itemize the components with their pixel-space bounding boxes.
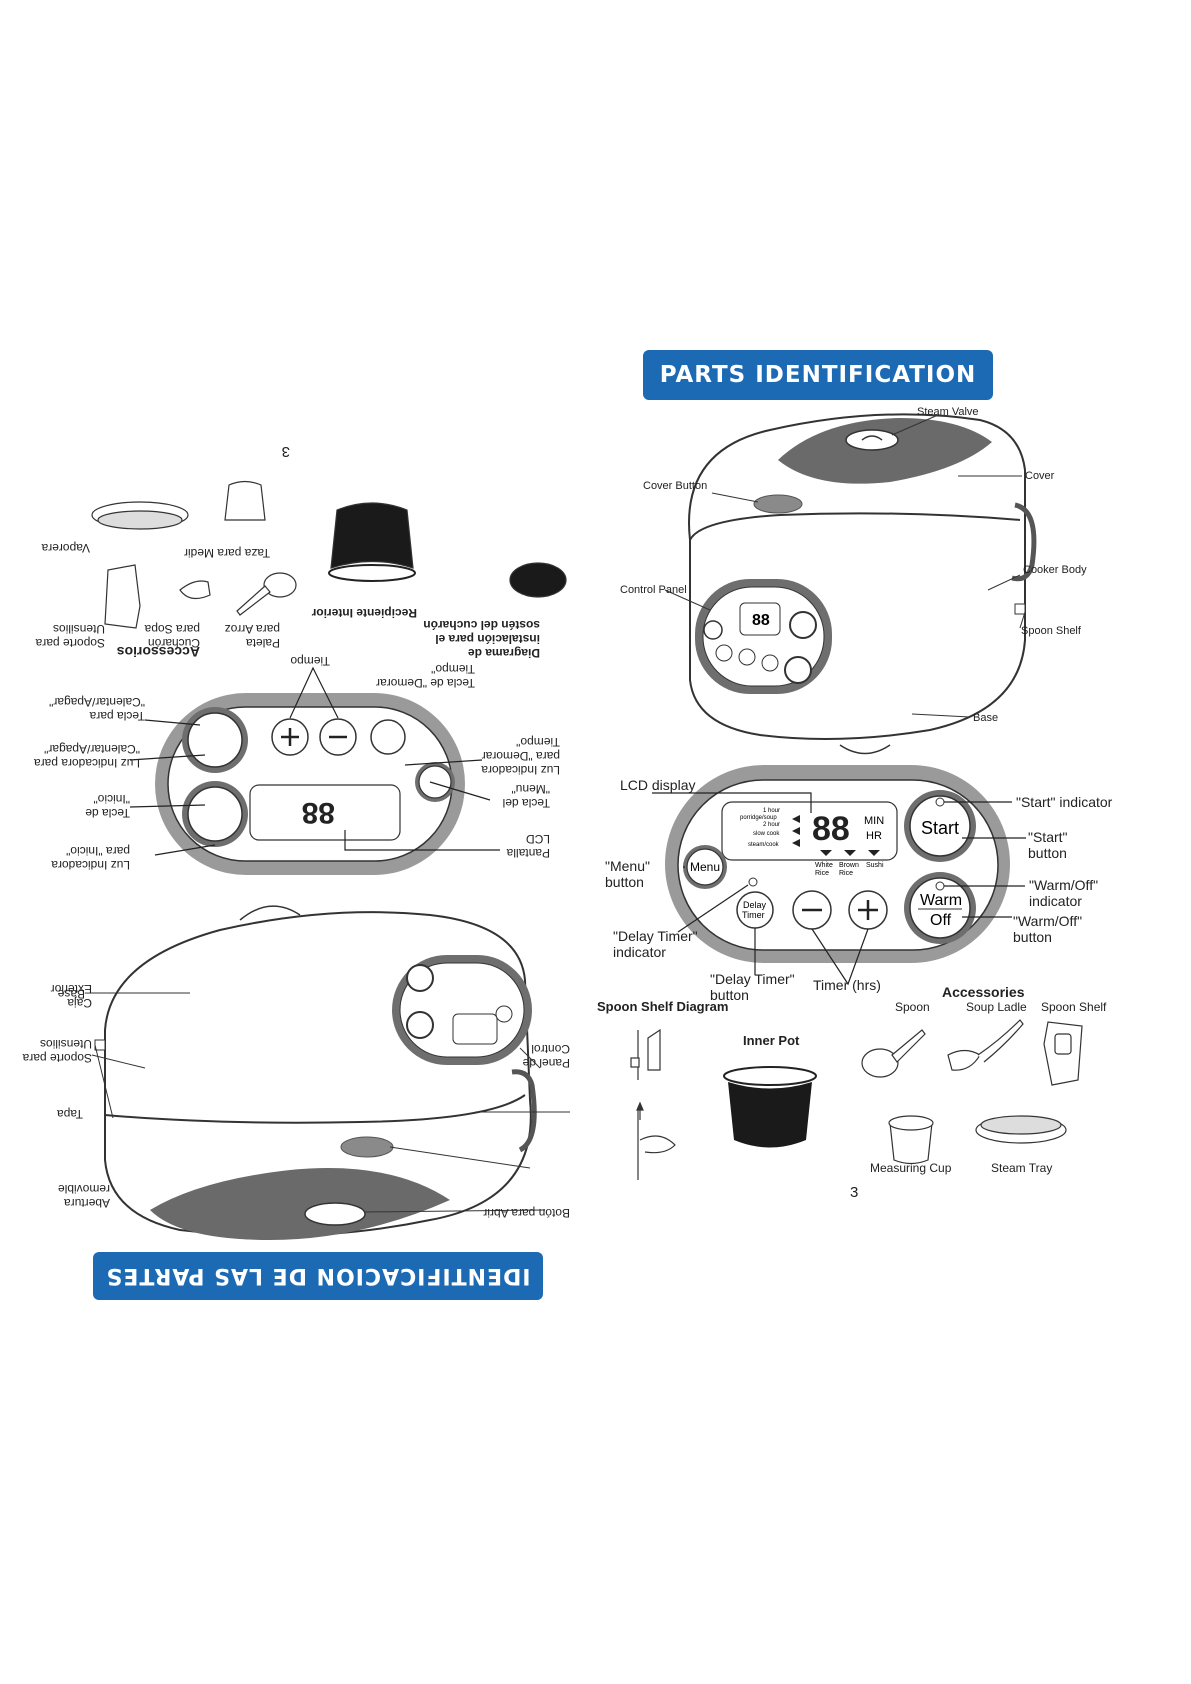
svg-text:steam/cook: steam/cook bbox=[748, 842, 780, 848]
right-illustrations: 88 88 MIN HR bbox=[630, 413, 1083, 1180]
diagrama-title: Diagrama de instalación para el sostén d… bbox=[423, 618, 540, 660]
spoon-shelf-diagram-drawing bbox=[630, 1028, 676, 1180]
svg-text:Timer: Timer bbox=[742, 910, 765, 920]
label-vaporera: Vaporera bbox=[41, 541, 90, 555]
label-luz-demorar: Luz Indicadora para "Demorar Tiempo" bbox=[481, 735, 560, 777]
label-tecla-menu: Tecla del "Menu" bbox=[502, 782, 550, 810]
svg-text:MIN: MIN bbox=[864, 815, 884, 827]
label-boton-abrir: Botón para Abrir bbox=[483, 1206, 570, 1220]
accessory-drawings-es bbox=[91, 480, 567, 629]
label-start-button: "Start" button bbox=[1028, 829, 1068, 861]
label-tecla-calentar: Tecla para "Calentar/Apagar" bbox=[49, 695, 145, 723]
svg-text:1 hour: 1 hour bbox=[763, 808, 780, 814]
svg-text:Brown: Brown bbox=[839, 862, 859, 869]
rice-cooker-illustration: 88 bbox=[688, 413, 1037, 755]
label-tecla-inicio: Tecla de "Inicio" bbox=[85, 792, 130, 820]
label-control-panel: Control Panel bbox=[620, 584, 687, 596]
cooker-leader-lines-es bbox=[90, 992, 570, 1213]
label-start-indicator: "Start" indicator bbox=[1016, 794, 1113, 810]
label-base: Base bbox=[973, 712, 999, 724]
label-tecla-demorar: Tecla de "Demorar Tiempo" bbox=[376, 662, 475, 690]
recipiente-title: Recipiente Interior bbox=[311, 606, 417, 620]
control-panel-detail-es: 88 bbox=[155, 693, 465, 875]
label-luz-inicio: Luz Indicadora para "Inicio" bbox=[51, 844, 130, 872]
svg-text:88: 88 bbox=[752, 612, 770, 629]
label-lcd-display: LCD display bbox=[620, 777, 696, 793]
svg-text:2 hour: 2 hour bbox=[763, 822, 780, 828]
label-base-es: Base bbox=[57, 987, 85, 1001]
parts-identification-banner: PARTS IDENTIFICATION bbox=[643, 350, 993, 400]
label-soup-ladle: Soup Ladle bbox=[966, 1000, 1027, 1014]
page-number-right: 3 bbox=[850, 1184, 859, 1201]
svg-text:slow cook: slow cook bbox=[753, 831, 780, 837]
svg-text:Off: Off bbox=[930, 912, 952, 929]
svg-text:porridge/soup: porridge/soup bbox=[740, 815, 777, 821]
label-spoon-shelf: Spoon Shelf bbox=[1021, 625, 1081, 637]
label-tapa: Tapa bbox=[56, 1107, 83, 1121]
accessory-drawings bbox=[861, 1019, 1083, 1165]
label-delay-indicator: "Delay Timer" indicator bbox=[613, 928, 698, 960]
label-warm-indicator: "Warm/Off" indicator bbox=[1029, 877, 1099, 909]
label-cover-button: Cover Button bbox=[643, 480, 708, 492]
svg-text:Rice: Rice bbox=[815, 870, 829, 877]
label-luz-calentar: Luz Indicadora para "Calentar/Apagar" bbox=[33, 742, 140, 770]
left-illustrations: 88 bbox=[90, 480, 570, 1240]
svg-text:Menu: Menu bbox=[690, 860, 720, 874]
label-timer-hrs: Timer (hrs) bbox=[813, 977, 881, 993]
svg-text:Delay: Delay bbox=[743, 900, 767, 910]
label-warm-button: "Warm/Off" button bbox=[1013, 913, 1083, 945]
svg-text:88: 88 bbox=[812, 810, 850, 848]
svg-text:Rice: Rice bbox=[839, 870, 853, 877]
page-number-left: 3 bbox=[281, 443, 290, 460]
label-steam-valve: Steam Valve bbox=[917, 406, 979, 418]
inner-pot-title: Inner Pot bbox=[743, 1033, 800, 1048]
label-tiempo: Tiempo bbox=[290, 654, 330, 668]
label-pantalla: Pantalla LCD bbox=[506, 832, 550, 860]
svg-text:Warm: Warm bbox=[920, 892, 962, 909]
label-menu-button: "Menu" button bbox=[605, 858, 650, 890]
svg-text:White: White bbox=[815, 862, 833, 869]
label-spoon: Spoon bbox=[895, 1000, 930, 1014]
label-cover: Cover bbox=[1025, 470, 1055, 482]
label-cucharon: Cucharón para Sopa bbox=[144, 622, 200, 650]
panel-leader-lines bbox=[652, 792, 1026, 986]
label-abertura: Abertura removible bbox=[57, 1182, 110, 1210]
svg-text:Start: Start bbox=[921, 818, 959, 838]
label-spoon-shelf-acc: Spoon Shelf bbox=[1041, 1000, 1107, 1014]
svg-text:Sushi: Sushi bbox=[866, 862, 884, 869]
cooker-leader-lines bbox=[664, 414, 1026, 718]
svg-text:88: 88 bbox=[302, 796, 335, 829]
label-delay-button: "Delay Timer" button bbox=[710, 971, 795, 1003]
inner-pot-drawing bbox=[723, 1066, 817, 1148]
label-steam-tray: Steam Tray bbox=[991, 1161, 1053, 1175]
spoon-shelf-diagram-title: Spoon Shelf Diagram bbox=[597, 999, 729, 1014]
label-measuring-cup: Measuring Cup bbox=[870, 1161, 952, 1175]
label-taza: Taza para Medir bbox=[183, 546, 270, 560]
svg-text:HR: HR bbox=[866, 830, 882, 842]
label-panel-control: Panel de Control bbox=[522, 1042, 570, 1070]
label-cooker-body: Cooker Body bbox=[1023, 564, 1087, 576]
accessories-title: Accessories bbox=[942, 984, 1025, 1000]
label-soporte-utensilios: Soporte para Utensilios bbox=[22, 1037, 92, 1065]
spanish-page-rotated: IDENTIFICACION DE LAS PARTES bbox=[0, 350, 600, 1300]
control-panel-detail: 88 MIN HR 1 hour porridge/soup 2 hour sl… bbox=[665, 765, 1010, 963]
label-soporte-acc: Soporte para Utensilios bbox=[35, 622, 105, 650]
panel-leader-lines-es bbox=[129, 666, 500, 856]
english-page: PARTS IDENTIFICATION 88 bbox=[597, 350, 1191, 1300]
label-paleta: Paleta para Arroz bbox=[224, 622, 280, 650]
cooker-illustration-es bbox=[94, 905, 537, 1240]
